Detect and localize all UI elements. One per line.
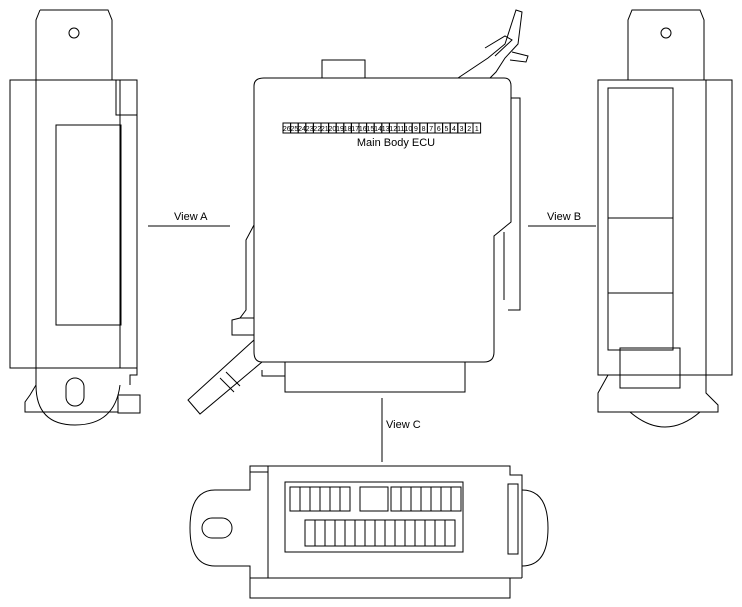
view-b-label: View B — [547, 211, 581, 223]
connector-cell — [400, 486, 412, 512]
connector-cell — [359, 486, 389, 512]
view-c-housing — [249, 465, 523, 578]
pin-number: 6 — [437, 126, 441, 133]
view-c-right-cap — [521, 489, 549, 567]
pin-cell — [472, 122, 482, 134]
pin-number: 3 — [460, 126, 464, 133]
connector-cell — [440, 486, 452, 512]
pin-number: 18 — [344, 126, 352, 133]
pin-number: 1 — [475, 126, 479, 133]
connector-cell — [334, 519, 346, 547]
connector-cell — [299, 486, 311, 512]
pin-number: 24 — [298, 126, 306, 133]
ecu-top-clip — [321, 59, 366, 80]
pin-number: 9 — [414, 126, 418, 133]
connector-cell — [420, 486, 432, 512]
pin-number: 25 — [291, 126, 299, 133]
connector-cell — [404, 519, 416, 547]
view-a-drawing — [9, 9, 141, 426]
connector-cell — [410, 486, 422, 512]
pin-number: 13 — [382, 126, 390, 133]
view-a-label: View A — [174, 211, 208, 223]
pin-number: 19 — [336, 126, 344, 133]
connector-cell — [450, 486, 462, 512]
pin-number: 12 — [389, 126, 397, 133]
ecu-cable — [187, 339, 263, 415]
view-b-housing — [597, 79, 733, 376]
ecu-bottom-skirt — [284, 361, 466, 393]
view-b-connector — [619, 347, 681, 389]
view-c-drawing — [189, 465, 549, 599]
connector-cell — [329, 486, 341, 512]
connector-cell — [354, 519, 366, 547]
view-a-label-window — [55, 124, 122, 326]
view-c-mount-hole — [201, 517, 233, 539]
connector-cell — [314, 519, 326, 547]
ecu-harness-bracket — [454, 9, 523, 81]
view-b-panel — [607, 87, 674, 351]
connector-cell — [444, 519, 456, 547]
connector-cell — [339, 486, 351, 512]
view-c-label: View C — [386, 419, 421, 431]
connector-cell — [309, 486, 321, 512]
pin-number: 16 — [359, 126, 367, 133]
pin-number: 15 — [367, 126, 375, 133]
connector-cell — [434, 519, 446, 547]
view-a-slot — [65, 377, 85, 407]
view-c-connector-cells — [289, 486, 462, 547]
connector-cell — [319, 486, 331, 512]
view-b-mount-tab — [627, 9, 705, 80]
connector-cell — [384, 519, 396, 547]
pin-number: 5 — [444, 126, 448, 133]
pin-number: 10 — [405, 126, 413, 133]
connector-cell — [344, 519, 356, 547]
ecu-right-flange — [508, 97, 521, 311]
ecu-label: Main Body ECU — [357, 137, 435, 149]
connector-cell — [324, 519, 336, 547]
connector-cell — [364, 519, 376, 547]
connector-cell — [374, 519, 386, 547]
ecu-body — [253, 77, 512, 363]
pin-number: 26 — [283, 126, 291, 133]
pin-number: 23 — [306, 126, 314, 133]
pin-number: 17 — [351, 126, 359, 133]
pin-number: 14 — [374, 126, 382, 133]
pin-number: 20 — [329, 126, 337, 133]
pin-number: 7 — [429, 126, 433, 133]
pin-number: 4 — [452, 126, 456, 133]
view-a-mount-tab — [40, 9, 113, 80]
view-b-mount-hole — [660, 27, 672, 39]
pin-number: 21 — [321, 126, 329, 133]
connector-cell — [304, 519, 316, 547]
pin-number: 11 — [397, 126, 404, 133]
connector-cell — [394, 519, 406, 547]
connector-cell — [289, 486, 301, 512]
connector-cell — [424, 519, 436, 547]
connector-cell — [414, 519, 426, 547]
connector-cell — [430, 486, 442, 512]
connector-cell — [390, 486, 402, 512]
pin-number: 22 — [313, 126, 321, 133]
pin-number: 8 — [422, 126, 426, 133]
view-c-mount-tab — [189, 471, 268, 578]
view-a-mount-hole — [68, 27, 80, 39]
pin-number: 2 — [467, 126, 471, 133]
view-b-drawing — [597, 9, 733, 428]
view-c-connector-frame — [284, 481, 464, 553]
